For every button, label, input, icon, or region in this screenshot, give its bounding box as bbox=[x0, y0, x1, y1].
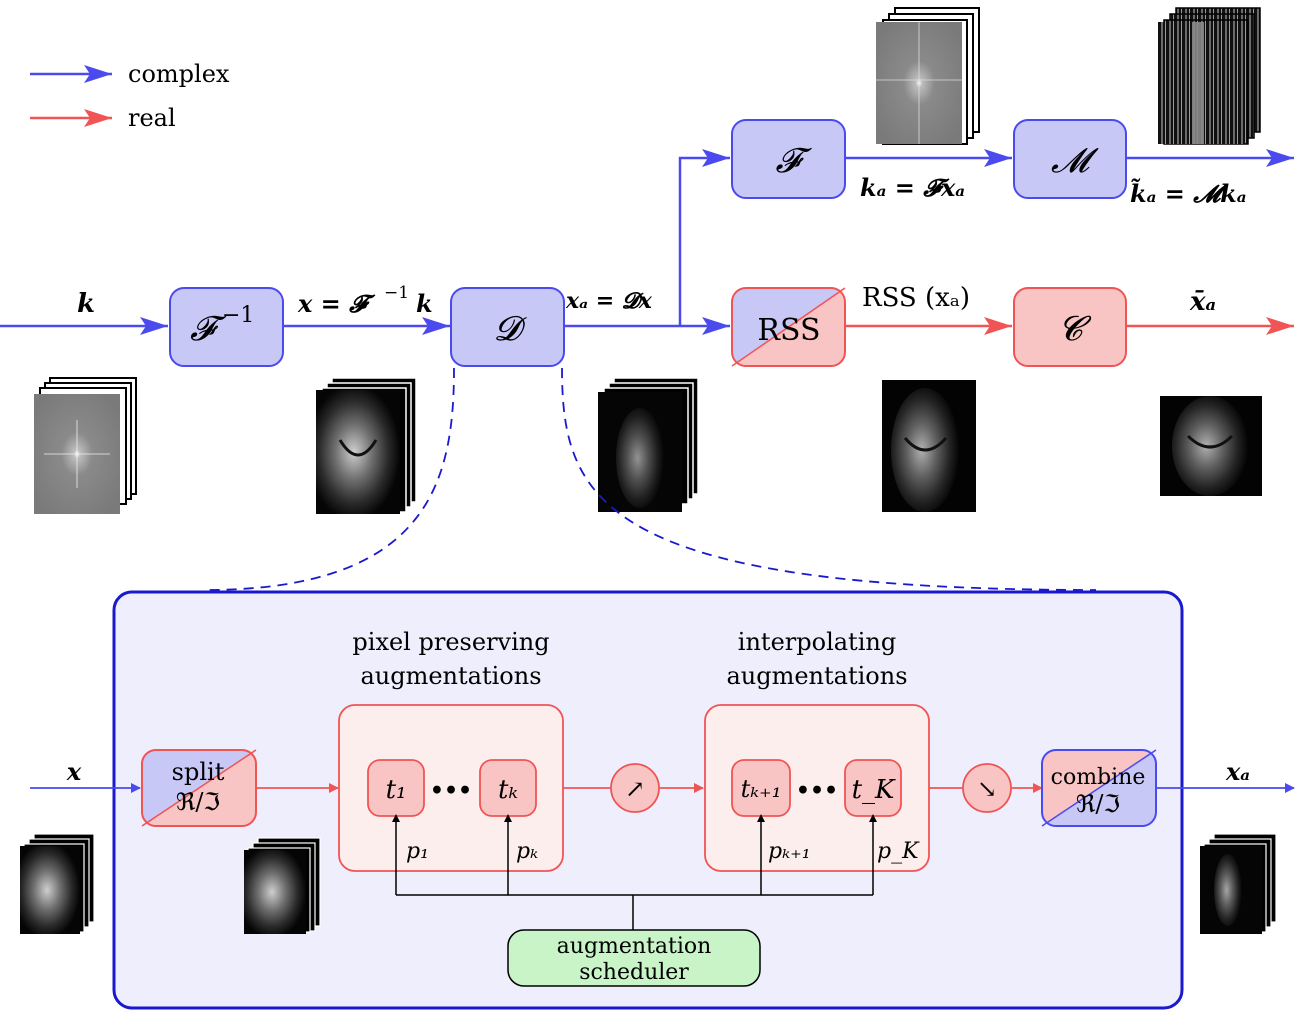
interpolating-title-line1: interpolating bbox=[738, 628, 896, 656]
combine-label-line2: ℜ/ℑ bbox=[1076, 790, 1120, 818]
transform-t1-label: t₁ bbox=[386, 775, 407, 805]
fourier-block: 𝓕 bbox=[731, 119, 846, 199]
probability-pk1-label: pₖ₊₁ bbox=[768, 839, 811, 864]
pixel-preserving-group: pixel preserving augmentations t₁ ••• tₖ… bbox=[338, 628, 564, 872]
detail-split-stack-thumbnail bbox=[244, 837, 321, 934]
pixel-preserving-title-line2: augmentations bbox=[360, 662, 541, 690]
svg-text:x = 𝓕: x = 𝓕 bbox=[297, 289, 376, 318]
probability-pK-label: p_K bbox=[877, 839, 920, 864]
legend-complex-label: complex bbox=[128, 60, 230, 88]
masked-kspace-stack-thumbnail bbox=[1158, 7, 1261, 145]
image-coil-stack-thumbnail bbox=[316, 377, 417, 514]
detail-output-label: xₐ bbox=[1225, 757, 1250, 786]
rss-expression-label: RSS (xₐ) bbox=[862, 283, 970, 313]
augmentation-scheduler-block: augmentation scheduler bbox=[507, 929, 761, 987]
legend: complex real bbox=[30, 60, 230, 132]
fourier-kspace-stack-thumbnail bbox=[876, 7, 980, 145]
probability-p1-label: p₁ bbox=[406, 839, 429, 864]
scheduler-connectors bbox=[392, 814, 877, 930]
augmented-image-equation: xₐ = 𝓓x bbox=[565, 288, 653, 314]
image-equation-label: x = 𝓕 −1 k bbox=[297, 283, 433, 318]
downsample-node: ↘ bbox=[962, 763, 1012, 813]
rss-block: RSS bbox=[731, 287, 846, 367]
pixel-preserving-title-line1: pixel preserving bbox=[352, 628, 549, 656]
split-real-imag-block: split ℜ/ℑ bbox=[141, 749, 257, 827]
detail-input-stack-thumbnail bbox=[20, 833, 95, 934]
interp-ellipsis: ••• bbox=[796, 778, 838, 804]
augmentation-operator-block: 𝓓 bbox=[450, 287, 565, 367]
inverse-fourier-sup: −1 bbox=[222, 303, 254, 328]
crop-block: 𝓒 bbox=[1013, 287, 1127, 367]
augmented-kspace-equation: kₐ = 𝓕xₐ bbox=[860, 173, 965, 202]
detail-input-label: x bbox=[66, 757, 82, 786]
detail-output-stack-thumbnail bbox=[1200, 833, 1277, 934]
combine-real-imag-block: combine ℜ/ℑ bbox=[1041, 749, 1157, 827]
split-label-line2: ℜ/ℑ bbox=[176, 788, 220, 816]
legend-real-label: real bbox=[128, 104, 176, 132]
upsample-icon: ↗ bbox=[625, 775, 645, 803]
pixel-ellipsis: ••• bbox=[430, 778, 472, 804]
downsample-icon: ↘ bbox=[977, 775, 997, 803]
transform-tk1-label: tₖ₊₁ bbox=[741, 775, 782, 803]
split-label-line1: split bbox=[172, 758, 225, 786]
interpolating-group: interpolating augmentations tₖ₊₁ ••• t_K… bbox=[704, 628, 930, 872]
probability-pk-label: pₖ bbox=[516, 839, 538, 864]
interpolating-title-line2: augmentations bbox=[726, 662, 907, 690]
masked-kspace-equation: k̃ₐ = 𝓜kₐ bbox=[1130, 178, 1247, 208]
mask-block: 𝓜 bbox=[1013, 119, 1127, 199]
scheduler-label-line2: scheduler bbox=[579, 960, 689, 985]
rss-image-thumbnail bbox=[882, 380, 976, 512]
transform-tK-label: t_K bbox=[852, 775, 896, 805]
inverse-fourier-block: 𝓕 −1 bbox=[169, 287, 284, 367]
augmented-coil-stack-thumbnail bbox=[598, 377, 699, 512]
kspace-coil-stack-thumbnail bbox=[34, 377, 137, 514]
cropped-image-label: x̄ₐ bbox=[1189, 287, 1216, 317]
scheduler-label-line1: augmentation bbox=[557, 934, 712, 959]
upsample-node: ↗ bbox=[610, 763, 660, 813]
transform-tk-label: tₖ bbox=[498, 775, 518, 805]
kspace-input-label: k bbox=[77, 289, 95, 319]
zoom-connector-right bbox=[561, 367, 1097, 591]
svg-text:k: k bbox=[416, 289, 433, 318]
combine-label-line1: combine bbox=[1051, 765, 1146, 790]
cropped-image-thumbnail bbox=[1160, 396, 1262, 496]
top-pipeline-arrows bbox=[0, 149, 1294, 335]
svg-text:−1: −1 bbox=[384, 283, 409, 303]
zoom-connector-left bbox=[204, 367, 455, 591]
rss-label: RSS bbox=[757, 313, 820, 348]
